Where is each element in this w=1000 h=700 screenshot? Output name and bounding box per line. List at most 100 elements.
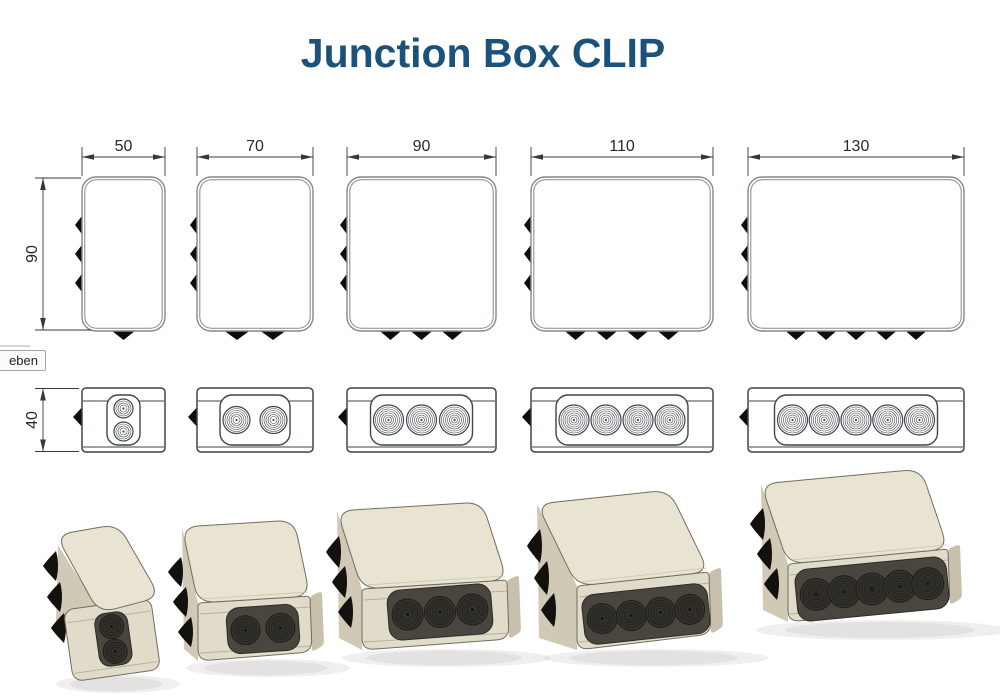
gland-ring — [441, 406, 468, 434]
width-dimension: 70 — [196, 138, 314, 176]
gland-ring — [594, 611, 610, 626]
gland-ring — [807, 586, 825, 603]
box-outline-inner — [199, 179, 311, 329]
gland-ring — [592, 406, 620, 434]
gland-ring — [602, 416, 610, 424]
gland-ring — [666, 416, 674, 424]
knockout-membrane — [51, 613, 66, 643]
gland-ring — [914, 414, 925, 426]
render-box-70 — [168, 520, 350, 677]
gland-center-dot — [886, 418, 889, 422]
gland-ring — [779, 406, 806, 434]
dimension-label: 110 — [609, 138, 635, 155]
page-title: Junction Box CLIP — [300, 30, 666, 76]
gland-ring — [916, 416, 923, 424]
knockout-membrane — [750, 508, 765, 540]
gland-ring — [658, 408, 682, 432]
gland-ring — [812, 591, 820, 598]
gland-ring — [267, 414, 280, 426]
gland-ring — [624, 608, 639, 623]
gland-ring — [844, 408, 868, 432]
gland-ring — [600, 414, 612, 426]
gland-center-dot — [668, 418, 672, 422]
gland-ring — [818, 414, 830, 426]
gland-ring — [896, 582, 904, 590]
gland-ring — [241, 625, 250, 635]
dimension-arrow — [701, 154, 713, 160]
gland-center-dot — [842, 590, 846, 594]
dimension-label: 70 — [246, 138, 264, 155]
shadow — [342, 649, 550, 667]
gland-center-dot — [453, 418, 456, 422]
knockout-membrane — [534, 561, 549, 595]
gland-ring — [589, 606, 615, 631]
gland-panel-group — [386, 583, 494, 641]
lid-rim — [791, 544, 947, 561]
gland-ring — [660, 410, 680, 430]
gland-ring — [876, 408, 900, 432]
dimension-label: 50 — [115, 138, 133, 155]
shadow — [544, 649, 768, 667]
lid-top — [541, 491, 705, 585]
gland-ring — [781, 408, 804, 432]
gland-ring — [891, 577, 909, 595]
gland-ring — [921, 577, 934, 590]
dimension-arrow — [197, 154, 209, 160]
dimension-arrow — [40, 388, 46, 401]
gland-ring — [679, 599, 700, 620]
gland-center-dot — [420, 418, 423, 422]
gland-ring — [848, 412, 864, 428]
gland-ring — [443, 408, 466, 432]
render-row — [43, 469, 1000, 693]
gland-ring — [810, 406, 838, 434]
gland-ring — [117, 402, 130, 415]
top-view-box-50: 50 — [75, 138, 166, 340]
width-dimension: 50 — [81, 138, 166, 176]
gland-center-dot — [636, 418, 640, 422]
gland-ring — [379, 410, 398, 430]
gland-center-dot — [235, 418, 238, 422]
gland-ring — [416, 414, 427, 426]
gland-center-dot — [438, 610, 442, 614]
gland-ring — [402, 609, 413, 620]
gland-panel-group — [225, 603, 301, 655]
knockout-membrane — [168, 557, 183, 587]
gland-ring — [414, 412, 429, 428]
knockout-membrane — [757, 538, 772, 570]
lid-rim — [580, 567, 708, 583]
box-outline-inner — [84, 179, 163, 329]
width-dimension: 90 — [346, 138, 497, 176]
gland-ring — [232, 416, 241, 424]
knockout-membrane — [173, 587, 188, 617]
gland-ring — [445, 410, 464, 430]
base-seam — [74, 661, 158, 674]
top-view-box-130: 130 — [741, 138, 965, 340]
lid-top — [764, 469, 945, 564]
gland-ring — [397, 604, 418, 625]
body — [64, 598, 160, 681]
shadow — [204, 660, 328, 676]
gland-ring — [119, 427, 128, 436]
gland-ring — [381, 412, 396, 428]
gland-ring — [598, 412, 614, 428]
tooltip: eben — [0, 350, 46, 371]
gland-ring — [230, 414, 243, 426]
gland-ring — [621, 605, 642, 626]
knockout-membrane — [764, 568, 779, 600]
top-view-box-110: 110 — [524, 138, 714, 340]
gland-ring — [789, 416, 796, 424]
gland-ring — [677, 597, 703, 622]
gland-ring — [110, 647, 120, 656]
gland-ring — [447, 412, 462, 428]
gland-ring — [102, 617, 122, 636]
shadow — [186, 659, 350, 677]
gland-ring — [429, 601, 451, 623]
box-outline-inner — [750, 179, 962, 329]
gland-ring — [632, 414, 644, 426]
gland-ring — [833, 580, 855, 603]
knockout-membrane — [332, 566, 347, 598]
gland-ring — [562, 408, 586, 432]
gland-ring — [410, 408, 433, 432]
top-view-box-90: 90 — [340, 138, 497, 340]
